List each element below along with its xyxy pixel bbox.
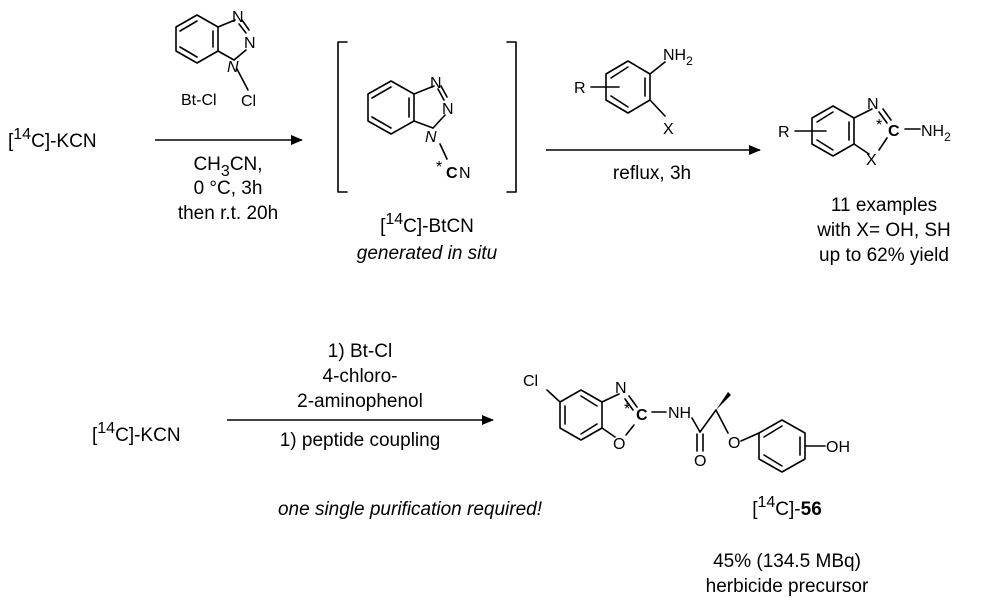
- btcn-atom-n1: N: [430, 75, 442, 92]
- compound-56-yield: 45% (134.5 MBq): [713, 551, 861, 572]
- scheme2-cond-1: 1) Bt-Cl: [328, 341, 392, 362]
- btcn-structure: N N N * C N: [367, 75, 471, 182]
- intermediate-note: generated in situ: [357, 243, 498, 264]
- bt-cl-atom-n2: N: [244, 35, 256, 52]
- scheme2-cond-2: 4-chloro-: [323, 366, 398, 387]
- bt-cl-label: Bt-Cl: [181, 92, 217, 109]
- scheme2-cond-3: 2-aminophenol: [297, 391, 423, 412]
- compound-56-description: herbicide precursor: [706, 576, 869, 597]
- c56-atom-o-carbonyl: O: [694, 453, 706, 470]
- c56-atom-c: C: [636, 407, 648, 424]
- aminoarene-structure: R NH2 X: [574, 47, 693, 138]
- btcn-atom-n-cyano: N: [459, 165, 471, 182]
- aminoarene-r: R: [574, 80, 586, 97]
- purification-note: one single purification required!: [278, 499, 543, 520]
- scope-line-1: 11 examples: [831, 195, 937, 216]
- svg-text:[14C]-KCN: [14C]-KCN: [8, 126, 97, 152]
- scope-line-3: up to 62% yield: [819, 245, 949, 266]
- benzazole-x: X: [866, 152, 877, 169]
- scope-line-2: with X= OH, SH: [816, 220, 951, 241]
- step2-conditions: reflux, 3h: [613, 163, 691, 184]
- bracket-right: [506, 41, 517, 193]
- compound-56-structure: Cl N * C NH O O O OH: [523, 373, 850, 473]
- bt-cl-atom-cl: Cl: [241, 93, 256, 110]
- btcn-atom-n3: N: [425, 129, 437, 146]
- c56-atom-cl: Cl: [523, 373, 538, 390]
- scheme2-reactant-label: [14C]-KCN: [92, 420, 181, 446]
- c56-atom-oh: OH: [826, 439, 850, 456]
- benzazole-nh2: NH2: [921, 123, 951, 144]
- benzazole-c: C: [888, 123, 900, 140]
- bracket-left: [337, 41, 348, 193]
- svg-text:[14C]-KCN: [14C]-KCN: [92, 420, 181, 446]
- step1-temperature: 0 °C, 3h: [194, 178, 263, 199]
- intermediate-label: [14C]-BtCN: [380, 211, 474, 237]
- benzazole-product-structure: R N * C NH2 X: [778, 96, 951, 169]
- scheme2-cond-below: 1) peptide coupling: [280, 430, 441, 451]
- bt-cl-atom-n1: N: [232, 9, 244, 26]
- benzazole-star: *: [876, 117, 882, 134]
- scheme1-reactant-label: [14C]-KCN: [8, 126, 97, 152]
- benzazole-r: R: [778, 124, 790, 141]
- aminoarene-nh2: NH2: [663, 47, 693, 68]
- aminoarene-x: X: [663, 121, 674, 138]
- c56-atom-nh: NH: [668, 405, 691, 422]
- c56-atom-n: N: [615, 380, 627, 397]
- step1-then: then r.t. 20h: [178, 203, 278, 224]
- c56-atom-o-ether: O: [728, 435, 740, 452]
- compound-56-label: [14C]-56: [752, 494, 822, 520]
- c56-atom-o-ring: O: [613, 436, 625, 453]
- c56-atom-star: *: [624, 401, 630, 418]
- btcn-atom-c: C: [446, 165, 458, 182]
- benzazole-n: N: [867, 96, 879, 113]
- bt-cl-atom-n3: N: [227, 59, 239, 76]
- btcn-label-star: *: [436, 159, 442, 176]
- btcn-atom-n2: N: [442, 101, 454, 118]
- bt-cl-structure: N N N Cl: [175, 9, 256, 110]
- step1-solvent: CH3CN,: [193, 154, 262, 180]
